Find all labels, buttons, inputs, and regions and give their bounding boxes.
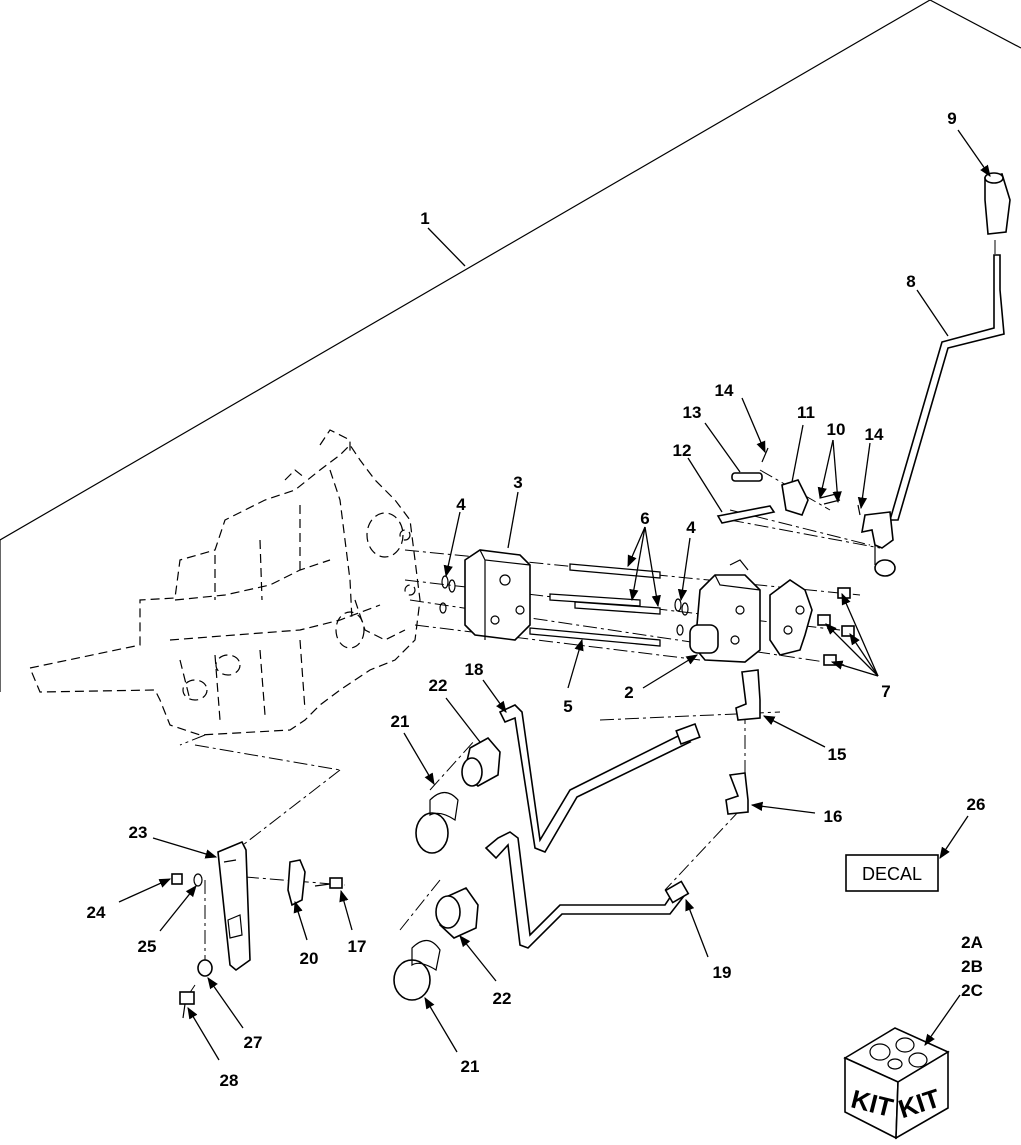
callout-19: 19: [713, 963, 732, 982]
dust-cap-part-21-lower: [393, 939, 441, 1001]
callout-28: 28: [220, 1071, 239, 1090]
callout-17: 17: [348, 937, 367, 956]
callout-5: 5: [563, 697, 572, 716]
callout-22-lower: 22: [493, 989, 512, 1008]
callout-21-lower: 21: [461, 1057, 480, 1076]
assembly-outline-part-1: [0, 0, 1021, 692]
decal-part-26: DECAL: [845, 854, 939, 892]
callout-12: 12: [673, 441, 692, 460]
callout-26: 26: [967, 795, 986, 814]
coupler-part-22-lower: [435, 886, 479, 939]
nuts-part-7: [817, 587, 855, 666]
callout-11: 11: [797, 403, 815, 422]
callout-4-right: 4: [686, 518, 696, 537]
valve-section-part-3: [464, 549, 531, 641]
coupler-part-22-upper: [461, 736, 501, 787]
bracket-part-23: [217, 840, 251, 972]
callout-8: 8: [906, 272, 915, 291]
dust-cap-part-21-upper: [415, 791, 459, 854]
callout-18: 18: [465, 660, 484, 679]
callout-2c: 2C: [961, 981, 983, 1000]
kit-box: KIT KIT: [843, 1027, 950, 1140]
callout-27: 27: [244, 1033, 263, 1052]
callout-22-upper: 22: [429, 676, 448, 695]
callout-14-right: 14: [865, 425, 884, 444]
transmission-housing-phantom: [29, 429, 421, 736]
hydraulic-tube-part-18: [498, 704, 701, 853]
callout-6: 6: [640, 509, 649, 528]
control-valve-part-2: [689, 559, 761, 663]
callout-16: 16: [824, 807, 843, 826]
leader-lines: [118, 129, 991, 1061]
callout-14-top: 14: [715, 381, 734, 400]
tie-rods-part-5-6: [529, 563, 661, 647]
callout-10: 10: [827, 420, 846, 439]
callout-24: 24: [87, 903, 106, 922]
linkage-parts-11-14: [716, 447, 861, 524]
callout-20: 20: [300, 949, 319, 968]
cover-plate: [769, 579, 813, 656]
callout-2b: 2B: [961, 957, 983, 976]
elbow-fitting-part-15: [735, 669, 761, 721]
callout-25: 25: [138, 937, 157, 956]
callout-7: 7: [881, 682, 890, 701]
decal-label: DECAL: [862, 864, 922, 884]
callout-2: 2: [624, 683, 633, 702]
callout-21-upper: 21: [391, 712, 410, 731]
callout-9: 9: [947, 109, 956, 128]
elbow-fitting-part-16: [725, 772, 749, 815]
callout-1: 1: [420, 209, 429, 228]
callout-13: 13: [683, 403, 702, 422]
lever-knob-part-9: [984, 172, 1011, 235]
hydraulic-tube-part-19: [484, 831, 690, 949]
callout-15: 15: [828, 745, 847, 764]
control-lever-part-8: [861, 254, 1005, 577]
callout-4-left: 4: [456, 495, 466, 514]
hardware-small-parts: [171, 859, 343, 1019]
callout-2a: 2A: [961, 933, 983, 952]
callout-23: 23: [129, 823, 148, 842]
callout-3: 3: [513, 473, 522, 492]
callout-numbers: 1 9 8 14 13 11 10 14 12 3 4 6 4 7 2 5 18…: [87, 109, 986, 1090]
